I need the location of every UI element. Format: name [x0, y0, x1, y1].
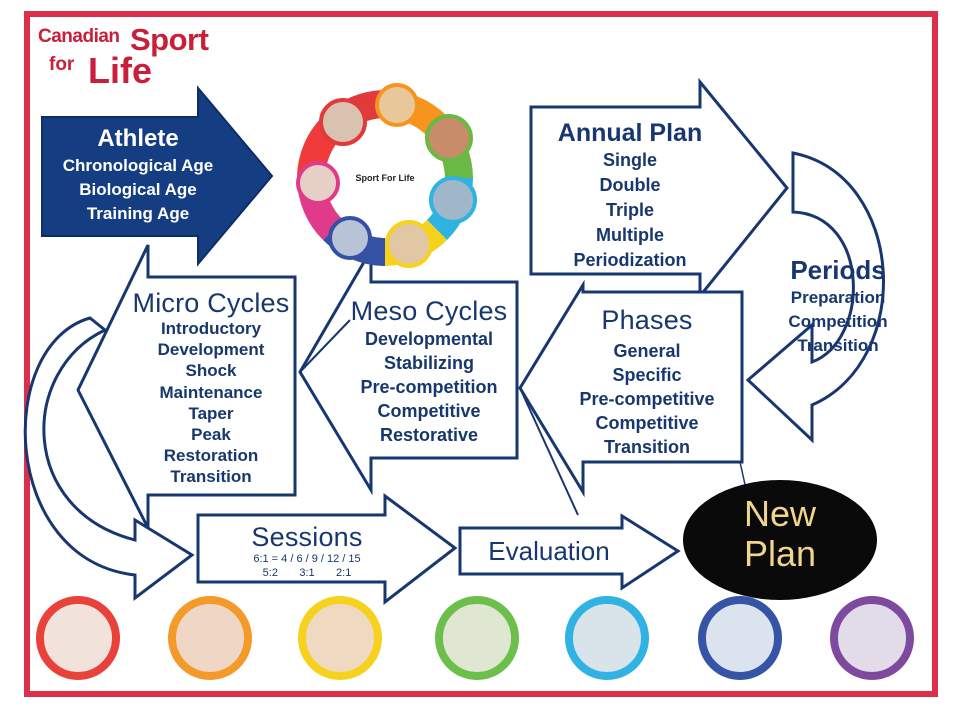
annual-plan-item: Multiple	[596, 225, 664, 245]
evaluation-label: Evaluation	[488, 536, 610, 566]
canadian-sport-for-life-logo: Canadian Sport for Life	[38, 22, 218, 94]
meso-cycles-item: Restorative	[379, 425, 479, 445]
micro-cycles-title: Micro Cycles	[132, 288, 290, 318]
phases-box: Phases General Specific Pre-competitive …	[566, 305, 728, 459]
new-plan-line-2: Plan	[743, 533, 817, 574]
annual-plan-item: Single	[602, 150, 657, 170]
meso-cycles-box: Meso Cycles Developmental Stabilizing Pr…	[338, 295, 520, 447]
micro-cycles-box: Micro Cycles Introductory Development Sh…	[118, 288, 304, 488]
wheel-photo	[328, 216, 372, 260]
sessions-arrow	[196, 493, 458, 606]
wheel-photo	[375, 83, 419, 127]
stage-circle	[565, 596, 649, 680]
meso-cycles-item: Pre-competition	[360, 377, 498, 397]
phases-title: Phases	[601, 305, 693, 335]
stage-circle	[435, 596, 519, 680]
meso-cycles-item: Developmental	[364, 329, 494, 349]
new-plan-label: New Plan	[700, 494, 860, 574]
phases-item: Transition	[603, 437, 690, 457]
page-border	[24, 11, 938, 697]
athlete-item: Biological Age	[79, 180, 197, 199]
logo-text-canadian: Canadian	[38, 26, 120, 47]
sessions-box: Sessions 6:1 = 4 / 6 / 9 / 12 / 15 5:2 3…	[232, 522, 382, 580]
micro-cycles-item: Restoration	[163, 446, 259, 466]
sessions-ratio-1: 6:1 = 4 / 6 / 9 / 12 / 15	[253, 553, 361, 565]
evaluation-arrow	[458, 513, 681, 591]
stage-circle	[698, 596, 782, 680]
sessions-title: Sessions	[251, 522, 363, 552]
meso-cycles-item: Competitive	[377, 401, 481, 421]
micro-cycles-item: Introductory	[160, 319, 262, 338]
meso-cycles-arrow	[298, 244, 519, 496]
periods-item: Transition	[797, 336, 879, 355]
wheel-photo	[425, 114, 473, 162]
connector-line	[299, 319, 351, 373]
meso-cycles-title: Meso Cycles	[350, 296, 508, 326]
new-plan-ellipse	[683, 480, 877, 600]
phases-item: Competitive	[595, 413, 699, 433]
stage-circle	[36, 596, 120, 680]
annual-plan-title: Annual Plan	[557, 119, 703, 147]
annual-plan-item: Triple	[605, 200, 654, 220]
athlete-arrow	[41, 85, 274, 267]
micro-cycles-item: Peak	[191, 425, 231, 445]
periods-item: Preparation	[790, 288, 886, 307]
athlete-item: Training Age	[86, 204, 190, 223]
wheel-photo	[296, 161, 340, 205]
micro-cycles-item: Development	[157, 340, 265, 360]
micro-cycles-item: Transition	[170, 467, 252, 487]
micro-cycles-item: Taper	[188, 403, 234, 423]
periods-item: Competition	[788, 312, 888, 331]
logo-text-for: for	[49, 54, 75, 75]
annual-plan-item: Periodization	[573, 250, 687, 270]
stage-circles	[36, 596, 914, 680]
wheel-center-label: Sport For Life	[356, 173, 415, 183]
annual-plan-arrow	[529, 77, 789, 301]
athlete-box: Athlete Chronological Age Biological Age…	[40, 124, 236, 226]
periods-title: Periods	[790, 255, 886, 285]
sessions-ratio-2: 5:2 3:1 2:1	[262, 567, 352, 579]
stage-circle	[298, 596, 382, 680]
sport-for-life-wheel: Sport For Life	[296, 83, 477, 268]
phases-item: Specific	[612, 365, 682, 385]
phases-arrow	[518, 279, 744, 498]
micro-cycles-item: Shock	[185, 361, 237, 381]
stage-circle	[830, 596, 914, 680]
wheel-center	[327, 120, 443, 236]
phases-item: Pre-competitive	[579, 389, 715, 409]
logo-text-sport: Sport	[130, 22, 209, 57]
periods-curved-arrow	[745, 151, 885, 444]
new-plan-line-1: New	[743, 493, 817, 534]
connector-line	[519, 387, 579, 516]
stage-circle	[168, 596, 252, 680]
wheel-photo	[429, 176, 477, 224]
annual-plan-item: Double	[599, 175, 661, 195]
athlete-item: Chronological Age	[62, 156, 214, 175]
micro-cycles-item: Maintenance	[159, 382, 263, 402]
left-loop-arrow	[23, 316, 195, 602]
logo-text-life: Life	[88, 50, 153, 91]
meso-cycles-item: Stabilizing	[384, 353, 474, 373]
wheel-photo	[319, 98, 367, 146]
periods-box: Periods Preparation Competition Transiti…	[768, 254, 908, 358]
wheel-photo	[385, 220, 433, 268]
phases-item: General	[613, 341, 681, 361]
annual-plan-box: Annual Plan Single Double Triple Multipl…	[532, 118, 728, 273]
micro-cycles-arrow	[76, 244, 297, 529]
athlete-title: Athlete	[97, 125, 179, 152]
